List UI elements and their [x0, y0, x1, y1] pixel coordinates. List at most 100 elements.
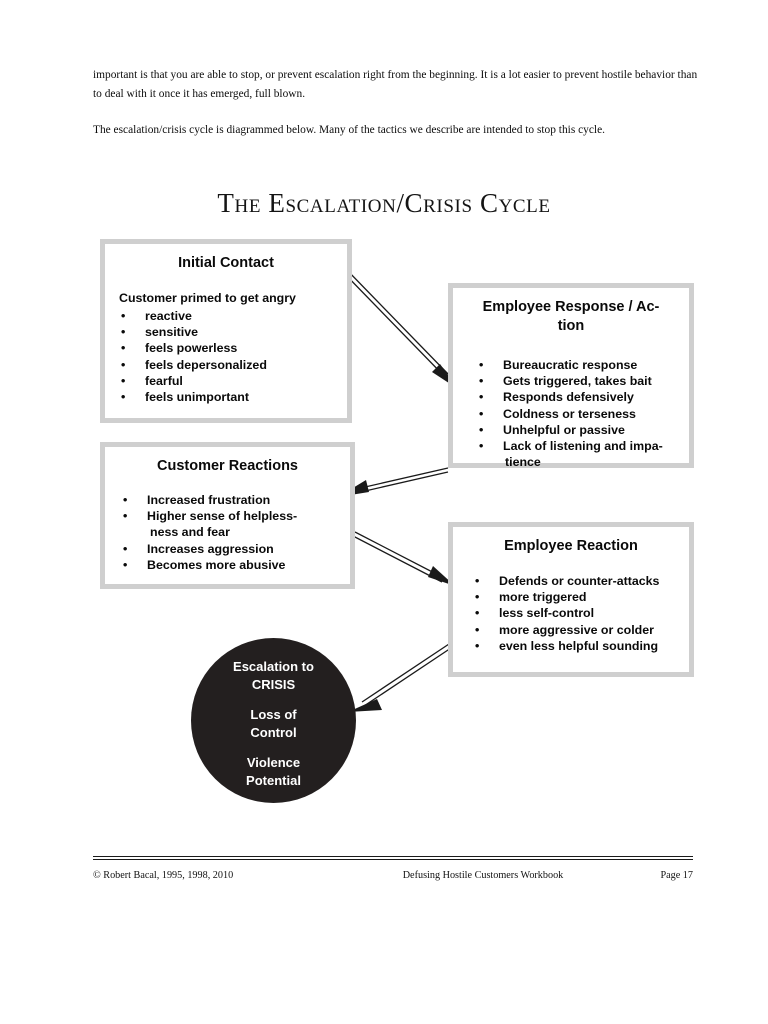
- bullet-icon: •: [121, 325, 126, 340]
- bullet-icon: •: [121, 341, 126, 356]
- list-item: • even less helpful sounding: [473, 638, 689, 654]
- box-employee-response-title: Employee Response / Ac- tion: [453, 298, 689, 336]
- box-employee-reaction: Employee Reaction • Defends or counter-at…: [448, 522, 694, 677]
- list-item: •Responds defensively: [477, 389, 689, 405]
- bullet-icon: •: [123, 541, 128, 556]
- arrow-customer-reactions-to-employee-reaction: [352, 531, 455, 586]
- list-item-label: Bureaucratic response: [503, 358, 638, 372]
- diagram-title: The Escalation/Crisis Cycle: [217, 188, 551, 218]
- list-item: • more triggered: [473, 589, 689, 605]
- list-item: • feels powerless: [119, 340, 347, 356]
- bullet-icon: •: [479, 422, 484, 437]
- box-employee-response: Employee Response / Ac- tion • Bureaucrat…: [448, 283, 694, 470]
- list-item-label: feels depersonalized: [145, 357, 267, 372]
- list-item: •Increased frustration: [121, 492, 350, 508]
- list-item-label: less self-control: [499, 606, 595, 621]
- bullet-icon: •: [479, 390, 484, 405]
- box-customer-reactions-title: Customer Reactions: [156, 458, 298, 474]
- crisis-group-violence-potential: Violence Potential: [246, 754, 301, 789]
- list-item: • sensitive: [119, 324, 347, 340]
- list-item-label: even less helpful sounding: [499, 638, 659, 653]
- list-item-label: sensitive: [145, 325, 199, 340]
- bullet-icon: •: [479, 374, 484, 389]
- list-item-continuation: ness and fear: [121, 524, 350, 540]
- list-item: • Bureaucratic response: [477, 357, 689, 373]
- crisis-circle: Escalation to CRISIS Loss of Control Vio…: [191, 638, 356, 803]
- bullet-icon: •: [121, 390, 126, 405]
- bullet-icon: •: [475, 574, 480, 588]
- list-item-label: Gets triggered, takes bait: [503, 374, 652, 389]
- list-item: • Becomes more abusive: [121, 557, 350, 573]
- box-employee-reaction-list: • Defends or counter-attacks • more trigge…: [473, 573, 689, 654]
- list-item: • Unhelpful or passive: [477, 422, 689, 438]
- intro-paragraph-1: important is that you are able to stop, …: [93, 69, 698, 100]
- list-item-continuation-label: ness and fear: [150, 525, 230, 540]
- crisis-group-escalation: Escalation to CRISIS: [233, 658, 314, 693]
- box-initial-contact-title: Initial Contact: [178, 255, 274, 271]
- list-item-label: Coldness or terseness: [503, 406, 636, 421]
- crisis-group-loss-of-control: Loss of Control: [250, 706, 296, 741]
- footer-workbook-title: Defusing Hostile Customers Workbook: [402, 870, 564, 881]
- box-customer-reactions: Customer Reactions •Increased frustratio…: [100, 442, 355, 589]
- footer-page-number: Page 17: [660, 870, 693, 881]
- box-initial-contact-lead: Customer primed to get angry: [119, 291, 296, 305]
- bullet-icon: •: [121, 309, 126, 323]
- list-item-label: Becomes more abusive: [147, 557, 286, 572]
- list-item-label: feels unimportant: [145, 390, 249, 405]
- crisis-line-2: CRISIS: [251, 676, 296, 692]
- list-item-label: Increases aggression: [147, 541, 274, 556]
- list-item: • Increases aggression: [121, 541, 350, 557]
- crisis-line-4: Control: [250, 724, 297, 740]
- list-item: • Defends or counter-attacks: [473, 573, 689, 589]
- bullet-icon: •: [123, 557, 128, 572]
- bullet-icon: •: [475, 622, 480, 637]
- intro-text: important is that you are able to stop, …: [93, 66, 700, 140]
- crisis-line-1: Escalation to: [233, 659, 314, 674]
- bullet-icon: •: [475, 638, 480, 653]
- footer-copyright: © Robert Bacal, 1995, 1998, 2010: [93, 870, 234, 881]
- bullet-icon: •: [121, 373, 126, 388]
- bullet-icon: •: [475, 590, 480, 605]
- footer-divider: [93, 856, 693, 860]
- box-employee-reaction-title: Employee Reaction: [504, 538, 638, 554]
- box-employee-response-list: • Bureaucratic response • Gets triggered, …: [477, 357, 689, 470]
- list-item: • more aggressive or colder: [473, 622, 689, 638]
- list-item: • Gets triggered, takes bait: [477, 373, 689, 389]
- bullet-icon: •: [123, 509, 128, 524]
- box-employee-response-title-line1: Employee Response / Ac-: [482, 299, 660, 315]
- bullet-icon: •: [121, 357, 126, 372]
- bullet-icon: •: [479, 406, 484, 421]
- box-initial-contact-list: • reactive • sensitive • feels powerless • f…: [119, 308, 347, 405]
- list-item: • Coldness or terseness: [477, 406, 689, 422]
- intro-paragraph-2: The escalation/crisis cycle is diagramme…: [93, 124, 605, 136]
- list-item: • feels unimportant: [119, 389, 347, 405]
- list-item-label: Higher sense of helpless-: [147, 509, 298, 524]
- bullet-icon: •: [479, 358, 484, 372]
- list-item-label: fearful: [145, 373, 183, 388]
- arrow-employee-reaction-to-crisis: [348, 643, 452, 712]
- list-item-continuation: tience: [477, 454, 689, 470]
- box-employee-response-title-line2: tion: [557, 318, 585, 334]
- list-item-label: Increased frustration: [147, 493, 271, 507]
- list-item-label: reactive: [145, 309, 192, 323]
- bullet-icon: •: [475, 606, 480, 621]
- list-item-label: Defends or counter-attacks: [499, 574, 660, 588]
- list-item-continuation-label: tience: [505, 455, 541, 470]
- bullet-icon: •: [479, 439, 484, 454]
- crisis-line-3: Loss of: [250, 707, 297, 722]
- crisis-line-5: Violence: [246, 755, 301, 770]
- list-item-label: feels powerless: [145, 341, 238, 356]
- list-item: • reactive: [119, 308, 347, 324]
- arrow-initial-contact-to-employee-response: [340, 266, 458, 389]
- crisis-line-6: Potential: [246, 772, 301, 788]
- list-item-label: more triggered: [499, 590, 587, 605]
- list-item: • feels depersonalized: [119, 357, 347, 373]
- list-item-label: more aggressive or colder: [499, 622, 654, 637]
- list-item-label: Lack of listening and impa-: [503, 439, 663, 454]
- box-initial-contact: Initial Contact Customer primed to get a…: [100, 239, 352, 423]
- list-item: • fearful: [119, 373, 347, 389]
- list-item-label: Unhelpful or passive: [503, 422, 625, 437]
- list-item: • less self-control: [473, 605, 689, 621]
- box-customer-reactions-list: •Increased frustration •Higher sense of …: [121, 492, 350, 573]
